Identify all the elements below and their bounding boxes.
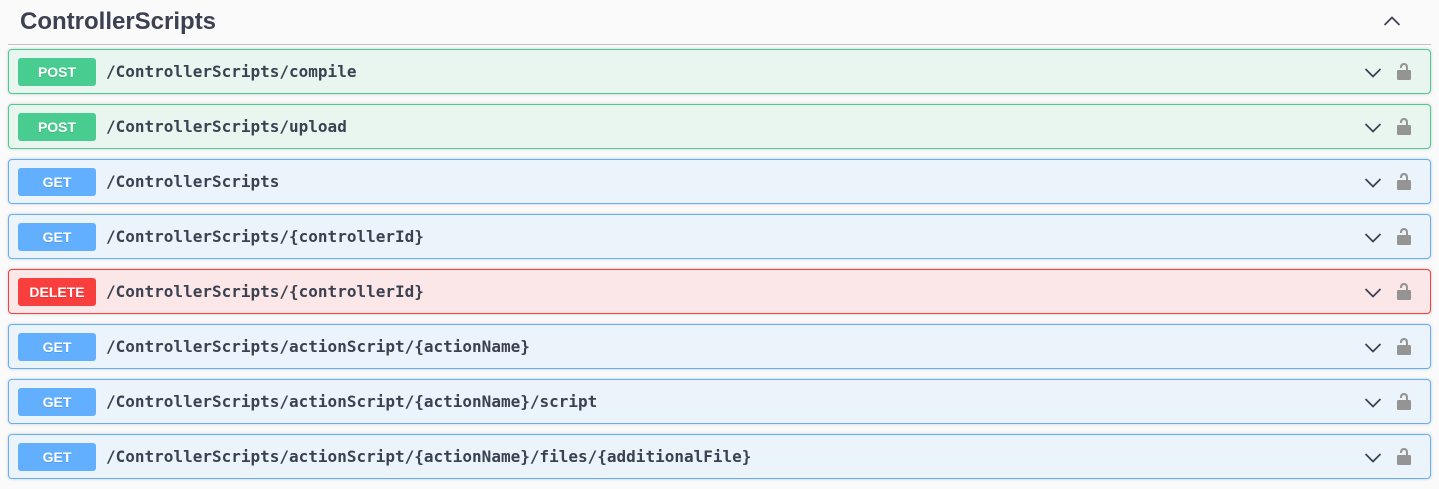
chevron-down-icon: [1364, 287, 1382, 298]
method-badge: POST: [18, 57, 96, 86]
method-badge: GET: [18, 332, 96, 361]
operation-path: /ControllerScripts: [106, 172, 280, 191]
unlocked-padlock-icon: [1397, 62, 1411, 80]
operation-summary[interactable]: GET /ControllerScripts/actionScript/{act…: [9, 380, 1430, 423]
method-badge: DELETE: [18, 277, 96, 306]
operation-summary[interactable]: GET /ControllerScripts/actionScript/{act…: [9, 435, 1430, 478]
chevron-down-icon: [1364, 452, 1382, 463]
method-badge: POST: [18, 112, 96, 141]
operations-list: POST /ControllerScripts/compile POST /Co…: [8, 45, 1431, 479]
unlocked-padlock-icon: [1397, 392, 1411, 410]
expand-operation-button[interactable]: [1363, 227, 1383, 247]
row-controls: [1363, 62, 1414, 82]
unlocked-padlock-icon: [1397, 447, 1411, 465]
authorize-lock-button[interactable]: [1394, 172, 1414, 192]
chevron-down-icon: [1364, 177, 1382, 188]
operation-row: GET /ControllerScripts/{controllerId}: [8, 214, 1431, 259]
operation-path: /ControllerScripts/actionScript/{actionN…: [106, 392, 598, 411]
chevron-down-icon: [1364, 232, 1382, 243]
expand-operation-button[interactable]: [1363, 282, 1383, 302]
expand-operation-button[interactable]: [1363, 392, 1383, 412]
authorize-lock-button[interactable]: [1394, 337, 1414, 357]
api-tag-section: ControllerScripts POST /ControllerScript…: [8, 0, 1431, 479]
operation-row: POST /ControllerScripts/upload: [8, 104, 1431, 149]
unlocked-padlock-icon: [1397, 337, 1411, 355]
chevron-down-icon: [1364, 67, 1382, 78]
authorize-lock-button[interactable]: [1394, 227, 1414, 247]
operation-path: /ControllerScripts/compile: [106, 62, 357, 81]
method-badge: GET: [18, 387, 96, 416]
operation-summary[interactable]: POST /ControllerScripts/compile: [9, 50, 1430, 93]
operation-row: GET /ControllerScripts: [8, 159, 1431, 204]
operation-summary[interactable]: GET /ControllerScripts: [9, 160, 1430, 203]
operation-path: /ControllerScripts/{controllerId}: [106, 282, 424, 301]
section-header[interactable]: ControllerScripts: [8, 0, 1431, 45]
operation-summary[interactable]: GET /ControllerScripts/{controllerId}: [9, 215, 1430, 258]
operation-path: /ControllerScripts/actionScript/{actionN…: [106, 447, 752, 466]
operation-path: /ControllerScripts/{controllerId}: [106, 227, 424, 246]
row-controls: [1363, 117, 1414, 137]
unlocked-padlock-icon: [1397, 172, 1411, 190]
authorize-lock-button[interactable]: [1394, 282, 1414, 302]
operation-row: GET /ControllerScripts/actionScript/{act…: [8, 434, 1431, 479]
row-controls: [1363, 337, 1414, 357]
operation-summary[interactable]: GET /ControllerScripts/actionScript/{act…: [9, 325, 1430, 368]
row-controls: [1363, 227, 1414, 247]
method-badge: GET: [18, 442, 96, 471]
operation-path: /ControllerScripts/actionScript/{actionN…: [106, 337, 530, 356]
collapse-section-button[interactable]: [1382, 12, 1402, 32]
section-title: ControllerScripts: [20, 8, 217, 35]
authorize-lock-button[interactable]: [1394, 447, 1414, 467]
operation-row: DELETE /ControllerScripts/{controllerId}: [8, 269, 1431, 314]
row-controls: [1363, 282, 1414, 302]
unlocked-padlock-icon: [1397, 282, 1411, 300]
operation-row: POST /ControllerScripts/compile: [8, 49, 1431, 94]
authorize-lock-button[interactable]: [1394, 392, 1414, 412]
expand-operation-button[interactable]: [1363, 172, 1383, 192]
operation-summary[interactable]: DELETE /ControllerScripts/{controllerId}: [9, 270, 1430, 313]
row-controls: [1363, 392, 1414, 412]
chevron-down-icon: [1364, 122, 1382, 133]
expand-operation-button[interactable]: [1363, 337, 1383, 357]
unlocked-padlock-icon: [1397, 117, 1411, 135]
row-controls: [1363, 447, 1414, 467]
method-badge: GET: [18, 167, 96, 196]
expand-operation-button[interactable]: [1363, 117, 1383, 137]
chevron-up-icon: [1383, 16, 1401, 26]
chevron-down-icon: [1364, 397, 1382, 408]
operation-row: GET /ControllerScripts/actionScript/{act…: [8, 379, 1431, 424]
authorize-lock-button[interactable]: [1394, 62, 1414, 82]
authorize-lock-button[interactable]: [1394, 117, 1414, 137]
chevron-down-icon: [1364, 342, 1382, 353]
expand-operation-button[interactable]: [1363, 62, 1383, 82]
operation-summary[interactable]: POST /ControllerScripts/upload: [9, 105, 1430, 148]
unlocked-padlock-icon: [1397, 227, 1411, 245]
operation-row: GET /ControllerScripts/actionScript/{act…: [8, 324, 1431, 369]
expand-operation-button[interactable]: [1363, 447, 1383, 467]
method-badge: GET: [18, 222, 96, 251]
row-controls: [1363, 172, 1414, 192]
operation-path: /ControllerScripts/upload: [106, 117, 347, 136]
